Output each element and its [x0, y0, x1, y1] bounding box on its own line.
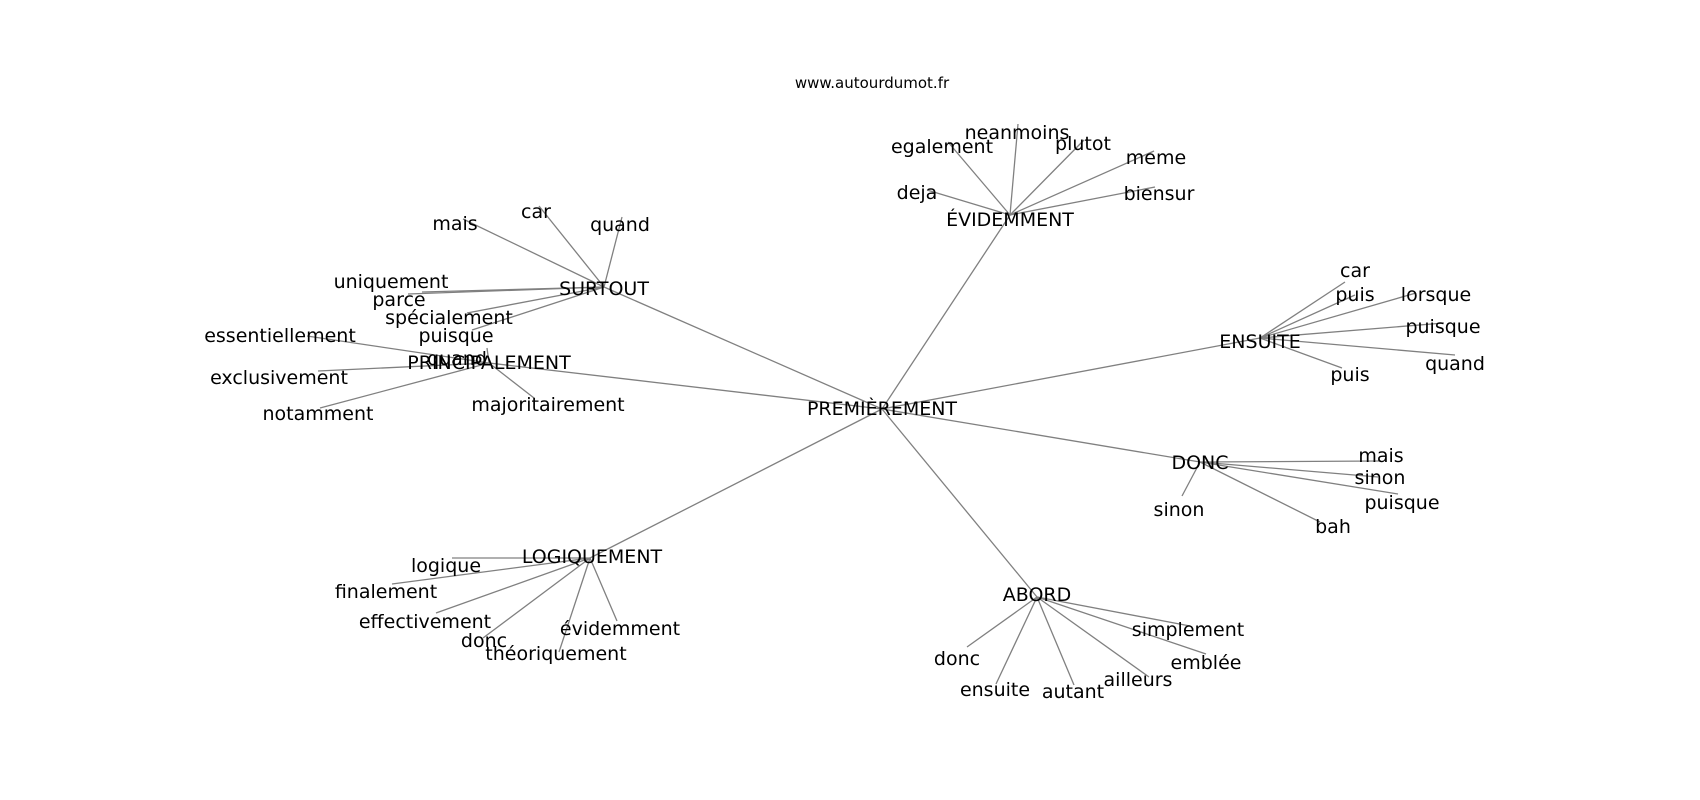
edge-hub-to-leaf — [1036, 596, 1150, 678]
edge-hub-to-leaf — [1259, 281, 1346, 339]
edge-hub-to-leaf — [466, 286, 605, 314]
edge-center-to-hub — [589, 408, 883, 559]
hub-node-label: PRINCIPALEMENT — [407, 352, 571, 374]
leaf-node-label: donc — [461, 630, 507, 652]
leaf-node-label: logique — [411, 555, 481, 577]
edges — [306, 123, 1456, 686]
edge-hub-to-leaf — [407, 286, 605, 295]
edge-hub-to-leaf — [1259, 294, 1356, 339]
edge-hub-to-leaf — [486, 347, 490, 364]
leaf-node-label: exclusivement — [210, 367, 348, 389]
edge-hub-to-leaf — [1009, 139, 1085, 216]
edge-hub-to-leaf — [558, 557, 591, 653]
edge-hub-to-leaf — [603, 216, 623, 288]
hub-node-label: ÉVIDEMMENT — [946, 208, 1074, 231]
edge-center-to-hub — [488, 362, 883, 410]
leaf-node-label: évidemment — [560, 618, 680, 640]
edge-hub-to-leaf — [1009, 123, 1019, 216]
hub-node-label: LOGIQUEMENT — [522, 546, 663, 568]
leaf-node-label: car — [1340, 260, 1370, 282]
edge-hub-to-leaf — [1036, 596, 1191, 627]
edge-hub-to-leaf — [1199, 461, 1321, 523]
edge-center-to-hub — [881, 408, 1201, 463]
edge-hub-to-leaf — [1036, 596, 1207, 655]
leaf-node-label: sinon — [1154, 499, 1205, 521]
edge-hub-to-leaf — [306, 335, 490, 364]
leaf-node-label: meme — [1126, 147, 1186, 169]
edge-hub-to-leaf — [538, 205, 605, 288]
leaf-node-label: spécialement — [385, 307, 513, 329]
leaf-node-label: quand — [1425, 353, 1485, 375]
leaf-node-label: ensuite — [960, 679, 1030, 701]
leaf-node-label: finalement — [335, 581, 437, 603]
edge-hub-to-leaf — [589, 557, 618, 622]
leaf-node-label: egalement — [891, 136, 993, 158]
leaf-node-label: puisque — [418, 325, 493, 347]
edge-center-to-hub — [881, 337, 1261, 410]
leaf-node-label: parce — [372, 289, 425, 311]
leaf-node-label: lorsque — [1401, 284, 1471, 306]
hub-node-label: DONC — [1171, 452, 1228, 474]
leaf-node-label: deja — [897, 182, 938, 204]
edge-hub-to-leaf — [391, 557, 591, 585]
leaf-node-label: car — [521, 201, 551, 223]
edge-hub-to-leaf — [488, 362, 535, 399]
edge-hub-to-leaf — [317, 362, 490, 372]
leaf-node-label: puisque — [1405, 316, 1480, 338]
edge-center-to-hub — [881, 408, 1038, 598]
edge-hub-to-leaf — [1036, 596, 1075, 686]
edge-hub-to-leaf — [966, 596, 1038, 648]
leaf-node-label: puisque — [1364, 492, 1439, 514]
leaf-node-label: mais — [1358, 445, 1403, 467]
edge-hub-to-leaf — [482, 557, 591, 639]
leaf-node-label: effectivement — [359, 611, 491, 633]
edge-center-to-hub — [881, 214, 1011, 410]
edge-hub-to-leaf — [1259, 292, 1417, 339]
leaf-node-label: puis — [1335, 284, 1374, 306]
edge-hub-to-leaf — [1259, 322, 1445, 339]
edge-hub-to-leaf — [1009, 150, 1155, 216]
edge-hub-to-leaf — [319, 362, 490, 409]
leaf-node-label: emblée — [1171, 652, 1242, 674]
leaf-node-label: notamment — [263, 403, 374, 425]
hub-node-label: SURTOUT — [559, 278, 649, 300]
leaf-node-label: donc — [934, 648, 980, 670]
hub-node-label: ABORD — [1003, 584, 1072, 606]
labels: www.autourdumot.fr PREMIÈREMENT egalemen… — [204, 74, 1485, 703]
source-label: www.autourdumot.fr — [795, 74, 950, 92]
leaf-node-label: puis — [1330, 364, 1369, 386]
edge-hub-to-leaf — [1199, 461, 1379, 478]
edge-hub-to-leaf — [471, 286, 605, 331]
center-node-label: PREMIÈREMENT — [807, 397, 957, 420]
edge-hub-to-leaf — [1199, 461, 1399, 495]
leaf-node-label: neanmoins — [965, 122, 1070, 144]
edge-hub-to-leaf — [926, 189, 1011, 216]
leaf-node-label: théoriquement — [485, 643, 626, 665]
leaf-node-label: sinon — [1355, 467, 1406, 489]
edge-hub-to-leaf — [1009, 186, 1156, 216]
leaf-node-label: ailleurs — [1104, 669, 1173, 691]
leaf-node-label: simplement — [1132, 619, 1244, 641]
edge-hub-to-leaf — [1199, 460, 1382, 463]
edge-hub-to-leaf — [1181, 461, 1201, 497]
leaf-node-label: mais — [432, 213, 477, 235]
edge-hub-to-leaf — [995, 596, 1038, 685]
leaf-node-label: autant — [1042, 681, 1104, 703]
edge-hub-to-leaf — [435, 557, 591, 614]
leaf-node-label: biensur — [1124, 183, 1195, 205]
edge-center-to-hub — [603, 286, 883, 410]
leaf-node-label: plutot — [1055, 133, 1111, 155]
edge-hub-to-leaf — [947, 141, 1011, 216]
leaf-node-label: majoritairement — [471, 394, 624, 416]
hub-node-label: ENSUITE — [1219, 331, 1300, 353]
leaf-node-label: quand — [590, 214, 650, 236]
leaf-node-label: quand — [427, 348, 487, 370]
edge-hub-to-leaf — [1259, 337, 1456, 356]
edge-hub-to-leaf — [462, 218, 605, 288]
leaf-node-label: essentiellement — [204, 325, 356, 347]
edge-hub-to-leaf — [1259, 337, 1343, 369]
leaf-node-label: bah — [1315, 516, 1351, 538]
leaf-node-label: uniquement — [334, 271, 449, 293]
